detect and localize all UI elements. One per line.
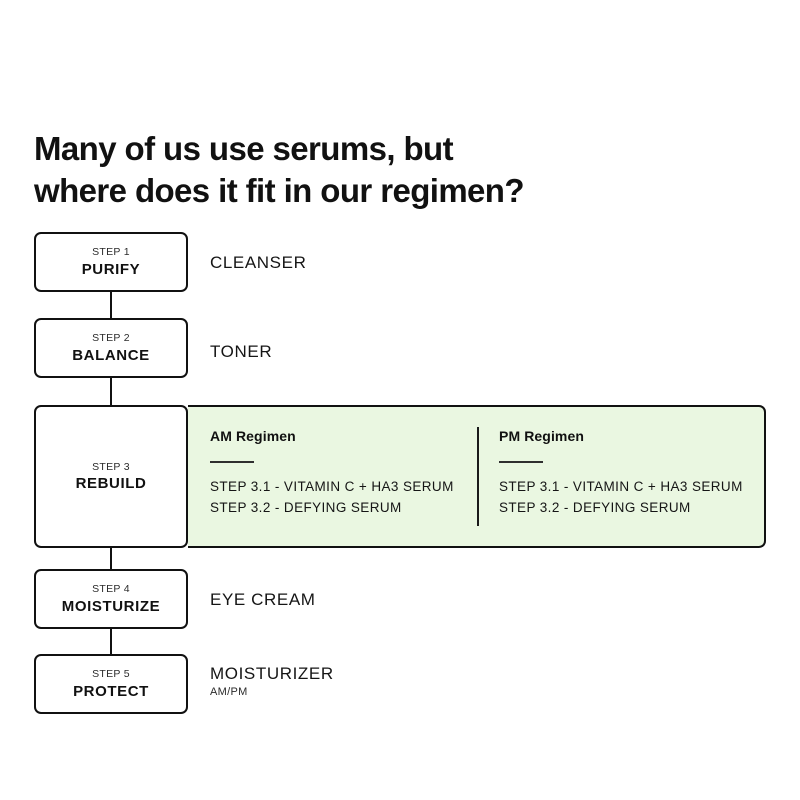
regimen-item-pm-2: STEP 3.2 - DEFYING SERUM: [499, 499, 691, 515]
step-box-rebuild: STEP 3 REBUILD: [34, 405, 188, 548]
step-number-1: STEP 1: [92, 246, 130, 259]
product-label-moisturizer-sub: AM/PM: [210, 686, 248, 699]
regimen-divider-rule-pm: [499, 461, 543, 463]
step-box-protect: STEP 5 PROTECT: [34, 654, 188, 714]
step-box-balance: STEP 2 BALANCE: [34, 318, 188, 378]
step-number-2: STEP 2: [92, 332, 130, 345]
step-name-3: REBUILD: [75, 475, 147, 493]
page-title: Many of us use serums, but where does it…: [34, 128, 734, 212]
connector-step3-step4: [110, 547, 112, 570]
product-label-moisturizer: MOISTURIZER AM/PM: [210, 664, 334, 698]
product-label-toner: TONER: [210, 342, 273, 361]
regimen-column-pm: PM Regimen STEP 3.1 - VITAMIN C + HA3 SE…: [477, 407, 764, 546]
title-line-2: where does it fit in our regimen?: [34, 172, 525, 210]
step-name-4: MOISTURIZE: [61, 597, 161, 615]
regimen-divider-rule-am: [210, 461, 254, 463]
regimen-column-am: AM Regimen STEP 3.1 - VITAMIN C + HA3 SE…: [188, 407, 477, 546]
step-number-3: STEP 3: [92, 460, 130, 473]
product-label-eye-cream: EYE CREAM: [210, 590, 316, 609]
step-name-2: BALANCE: [72, 346, 150, 364]
regimen-item-pm-1: STEP 3.1 - VITAMIN C + HA3 SERUM: [499, 478, 743, 494]
step-box-purify: STEP 1 PURIFY: [34, 232, 188, 292]
regimen-item-am-2: STEP 3.2 - DEFYING SERUM: [210, 499, 402, 515]
product-label-cleanser: CLEANSER: [210, 253, 307, 272]
title-line-1: Many of us use serums, but: [34, 130, 454, 168]
regimen-item-am-1: STEP 3.1 - VITAMIN C + HA3 SERUM: [210, 478, 454, 494]
regimen-panel: AM Regimen STEP 3.1 - VITAMIN C + HA3 SE…: [188, 405, 766, 548]
connector-step2-step3: [110, 377, 112, 406]
step-box-moisturize: STEP 4 MOISTURIZE: [34, 569, 188, 629]
step-number-4: STEP 4: [92, 583, 130, 596]
regimen-title-am: AM Regimen: [210, 428, 296, 444]
step-name-1: PURIFY: [81, 260, 141, 278]
step-number-5: STEP 5: [92, 668, 130, 681]
regimen-title-pm: PM Regimen: [499, 428, 585, 444]
connector-step1-step2: [110, 291, 112, 319]
step-name-5: PROTECT: [73, 682, 149, 700]
connector-step4-step5: [110, 628, 112, 655]
product-label-moisturizer-main: MOISTURIZER: [210, 664, 334, 683]
